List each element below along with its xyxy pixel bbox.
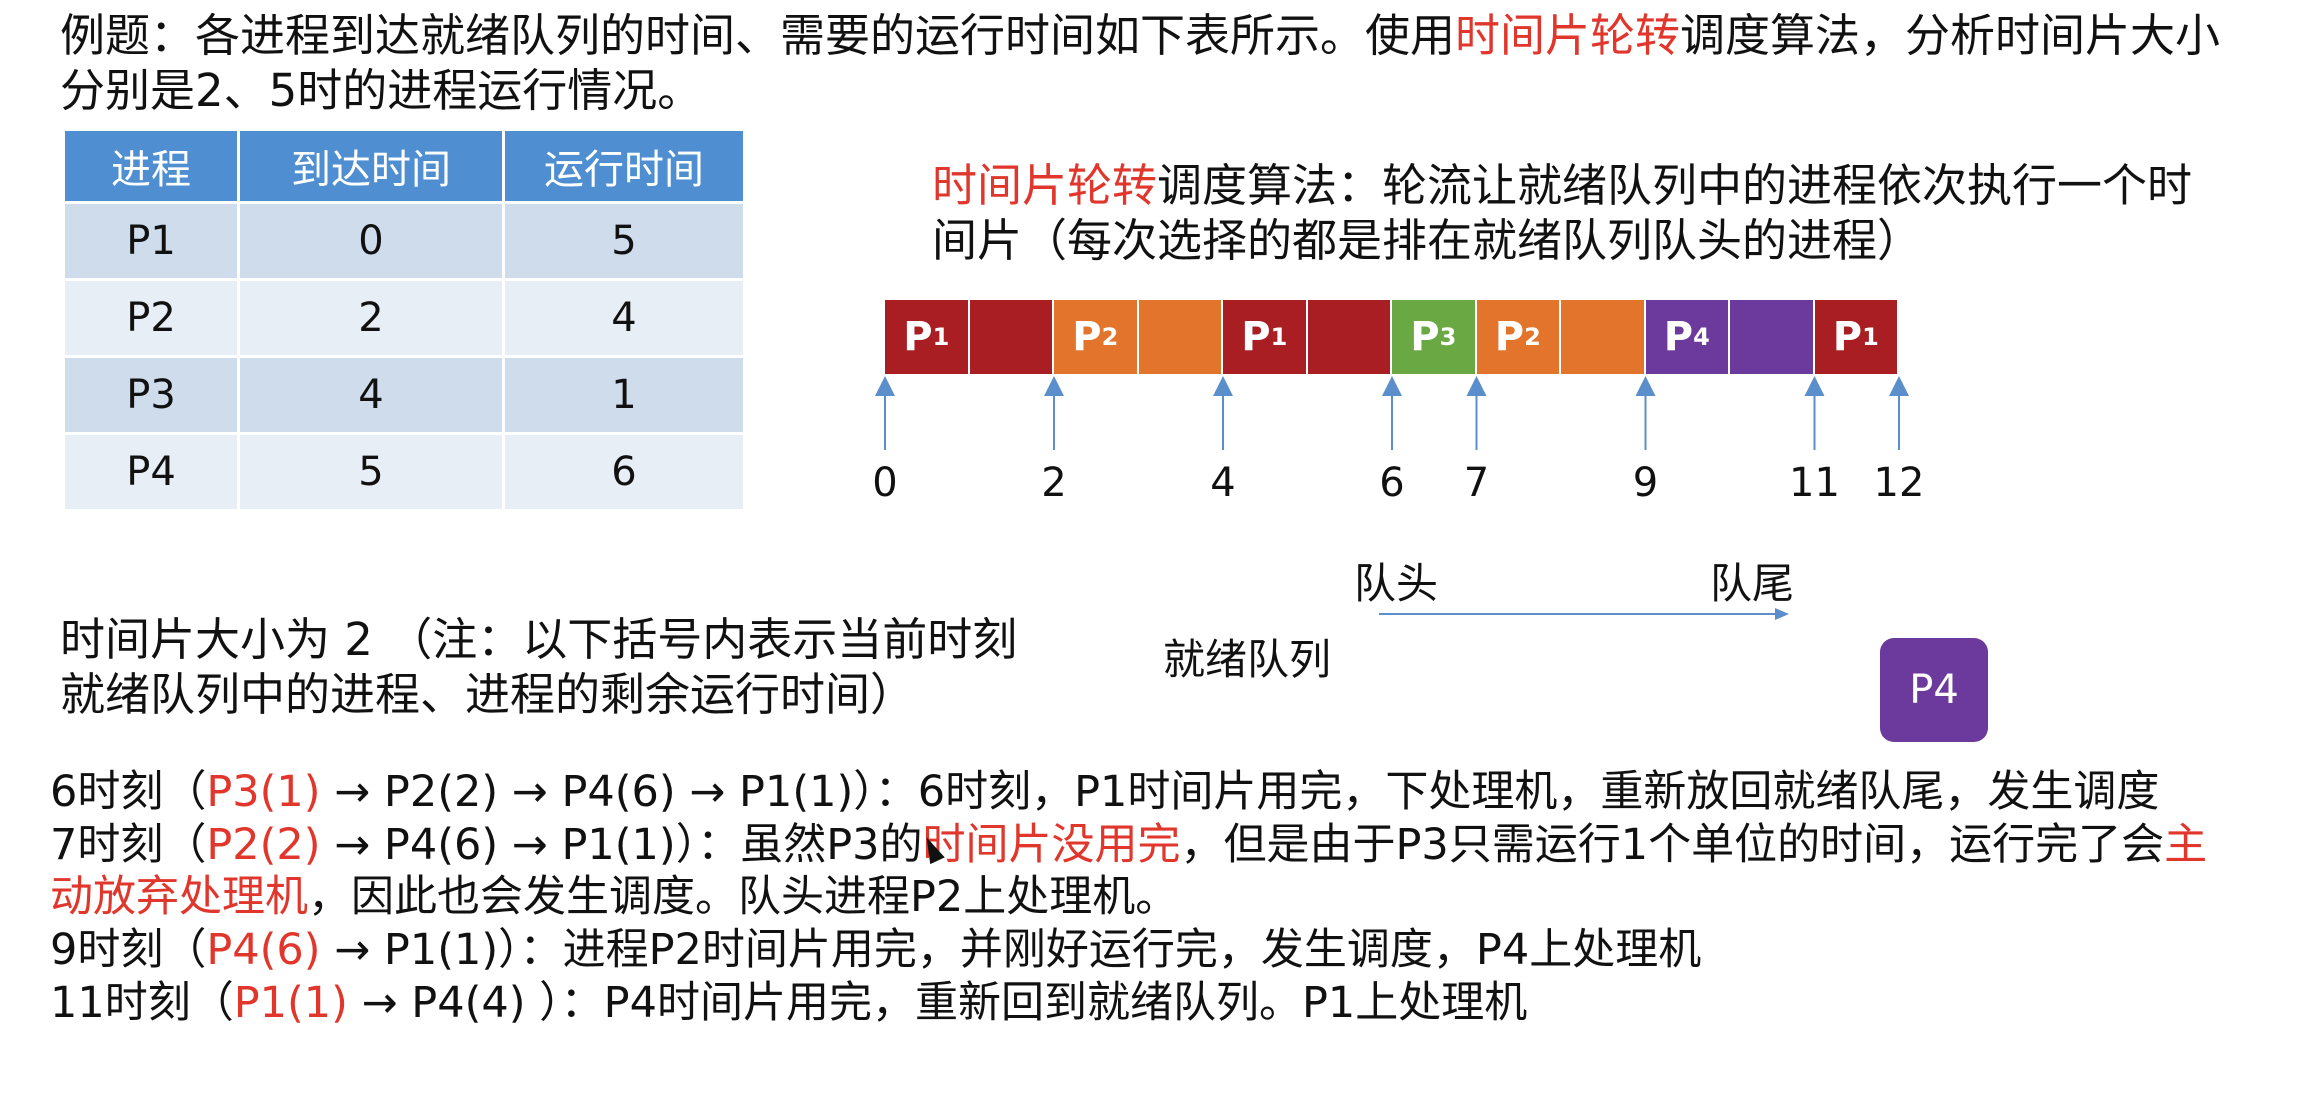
cell-arrival: 2 (240, 281, 502, 355)
time-slice-note: 时间片大小为 2 （注：以下括号内表示当前时刻就绪队列中的进程、进程的剩余运行时… (60, 613, 1018, 721)
gantt-segment-p1 (969, 300, 1054, 374)
step-text: ，因此也会发生调度。队头进程P2上处理机。 (308, 872, 1179, 922)
tick-label: 7 (1463, 460, 1490, 506)
table-row: P3 4 1 (65, 358, 743, 432)
step-text: → P2(2) → P4(6) → P1(1)）：6时刻，P1时间片用完，下处理… (320, 767, 2160, 817)
step-queue-head: P4(6) (206, 925, 321, 975)
queue-tail-label: 队尾 (1710, 559, 1795, 608)
cell-process: P2 (65, 281, 237, 355)
step-time: 11时刻（ (50, 978, 234, 1028)
step-text: → P4(6) → P1(1)）：虽然P3的 (320, 820, 923, 870)
step-item: 6时刻（P3(1) → P2(2) → P4(6) → P1(1)）：6时刻，P… (50, 766, 2250, 818)
gantt-segment-p2 (1138, 300, 1223, 374)
step-queue-head: P1(1) (233, 978, 348, 1028)
tick-label: 6 (1379, 460, 1405, 506)
tick-label: 0 (872, 460, 898, 506)
cell-arrival: 5 (240, 435, 502, 509)
step-item: 7时刻（P2(2) → P4(6) → P1(1)）：虽然P3的时间片没用完，但… (50, 819, 2250, 923)
gantt-segment-p4 (1730, 300, 1815, 374)
cell-runtime: 6 (505, 435, 743, 509)
step-text: → P4(4) ）：P4时间片用完，重新回到就绪队列。P1上处理机 (347, 978, 1528, 1028)
step-list: 6时刻（P3(1) → P2(2) → P4(6) → P1(1)）：6时刻，P… (50, 766, 2250, 1030)
cell-process: P4 (65, 435, 237, 509)
table-row: P2 2 4 (65, 281, 743, 355)
step-text: → P1(1)）：进程P2时间片用完，并刚好运行完，发生调度，P4上处理机 (320, 925, 1702, 975)
step-item: 9时刻（P4(6) → P1(1)）：进程P2时间片用完，并刚好运行完，发生调度… (50, 924, 2250, 976)
header-runtime: 运行时间 (505, 131, 743, 201)
rr-text: 调度算法：轮流让就绪队列中的进程依次执行一个时间片（每次选择的都是排在就绪队列队… (932, 159, 2193, 267)
header-arrival: 到达时间 (240, 131, 502, 201)
rr-description: 时间片轮转调度算法：轮流让就绪队列中的进程依次执行一个时间片（每次选择的都是排在… (932, 158, 2232, 268)
cell-runtime: 1 (505, 358, 743, 432)
cell-process: P3 (65, 358, 237, 432)
step-text: ，但是由于P3只需运行1个单位的时间，运行完了会 (1180, 820, 2165, 870)
gantt-segment-p2 (1561, 300, 1646, 374)
cell-runtime: 4 (505, 281, 743, 355)
queue-direction-arrow (1379, 608, 1789, 620)
table-row: P1 0 5 (65, 204, 743, 278)
queue-head-label: 队头 (1354, 559, 1439, 608)
rr-highlight: 时间片轮转 (932, 159, 1158, 212)
cell-arrival: 0 (240, 204, 502, 278)
step-highlight: 时间片没用完 (922, 820, 1181, 870)
step-time: 6时刻（ (50, 767, 207, 817)
step-time: 7时刻（ (50, 820, 207, 870)
queue-item-p4: P4 (1880, 638, 1988, 742)
step-queue-head: P2(2) (206, 820, 321, 870)
step-highlight: 主动放弃处理机 (50, 820, 2208, 922)
table-row: P4 5 6 (65, 435, 743, 509)
header-process: 进程 (65, 131, 237, 201)
table-header-row: 进程 到达时间 运行时间 (65, 131, 743, 201)
intro-highlight: 时间片轮转 (1455, 9, 1681, 62)
process-table: 进程 到达时间 运行时间 P1 0 5 P2 2 4 P3 4 1 P4 5 6 (62, 128, 746, 512)
step-item: 11时刻（P1(1) → P4(4) ）：P4时间片用完，重新回到就绪队列。P1… (50, 977, 2250, 1029)
step-time: 9时刻（ (50, 925, 207, 975)
gantt-segment-p1 (1307, 300, 1392, 374)
tick-label: 2 (1041, 460, 1067, 506)
cell-runtime: 5 (505, 204, 743, 278)
tick-label: 12 (1873, 460, 1925, 506)
tick-label: 11 (1789, 460, 1840, 506)
cell-process: P1 (65, 204, 237, 278)
tick-label: 9 (1632, 460, 1659, 506)
cell-arrival: 4 (240, 358, 502, 432)
ready-queue-label: 就绪队列 (1163, 635, 1332, 684)
step-queue-head: P3(1) (206, 767, 321, 817)
problem-statement: 例题：各进程到达就绪队列的时间、需要的运行时间如下表所示。使用时间片轮转调度算法… (60, 8, 2240, 118)
intro-text-end: 调度算法，分析时间片大小分别是2、5时的进程运行情况。 (60, 9, 2221, 117)
intro-text: 例题：各进程到达就绪队列的时间、需要的运行时间如下表所示。使用 (60, 9, 1456, 62)
tick-label: 4 (1210, 460, 1236, 506)
timeline-arrows (875, 376, 1909, 450)
